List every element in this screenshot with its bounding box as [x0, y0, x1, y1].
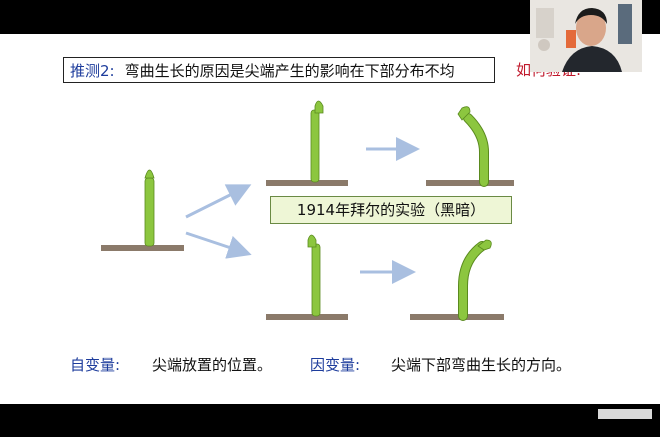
coleoptile-bent-left: [426, 106, 514, 187]
dependent-label: 因变量: [310, 356, 356, 374]
coleoptile-bent-right: [410, 239, 504, 321]
independent-variable: 自变量:: [70, 354, 120, 375]
coleoptile-original: [101, 169, 184, 251]
independent-label: 自变量: [70, 356, 116, 374]
coleoptile-diagram: [101, 100, 514, 321]
webcam-video-icon: [530, 0, 642, 72]
coleoptile-tip-left: [266, 234, 348, 320]
experiment-label: 1914年拜尔的实验（黑暗）: [270, 196, 512, 224]
independent-value: 尖端放置的位置。: [152, 356, 273, 374]
branch-arrow-up: [185, 184, 252, 219]
watermark-logo: [598, 409, 652, 419]
hypothesis-text: 弯曲生长的原因是尖端产生的影响在下部分布不均: [124, 62, 455, 80]
slide: 推测2:弯曲生长的原因是尖端产生的影响在下部分布不均 如何验证: 1914年拜尔…: [0, 34, 660, 404]
independent-colon: :: [115, 356, 121, 374]
dependent-variable: 因变量:: [310, 354, 360, 375]
hypothesis-box: 推测2: 弯曲生长的原因是尖端产生的影响在下部分布不均: [63, 57, 495, 83]
dependent-value: 尖端下部弯曲生长的方向。: [391, 356, 572, 374]
branch-arrow-down: [185, 231, 252, 259]
hypothesis-prefix: 推测2: [70, 62, 110, 80]
presenter-webcam: [530, 0, 642, 72]
dependent-colon: :: [355, 356, 361, 374]
hypothesis-colon: :: [109, 62, 115, 80]
coleoptile-tip-right: [266, 100, 348, 186]
